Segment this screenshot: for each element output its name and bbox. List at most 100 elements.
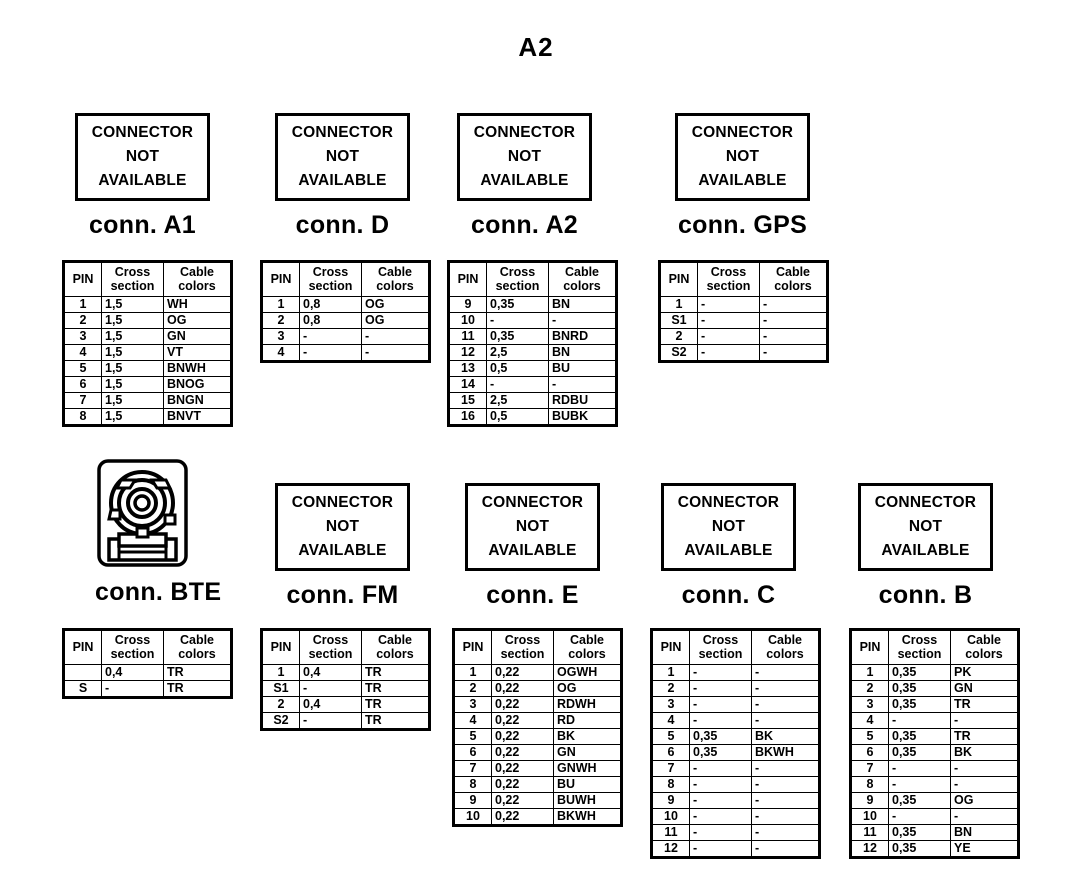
connector-label-gps: conn. GPS: [677, 211, 808, 239]
header-cable-colors-line1: Cable: [179, 633, 215, 648]
cell-cross-section: -: [299, 680, 362, 697]
not-available-line: CONNECTOR: [677, 493, 780, 511]
cell-pin: S2: [659, 344, 698, 362]
pin-table-row: 3--: [651, 696, 820, 713]
not-available-line: CONNECTOR: [291, 493, 394, 511]
cell-pin: 8: [63, 408, 102, 426]
cell-cable-color: -: [751, 792, 820, 809]
page-title: A2: [518, 32, 554, 62]
cell-cross-section: -: [101, 680, 164, 698]
cell-cross-section: 0,5: [486, 360, 549, 377]
header-cable-colors-line2: colors: [774, 278, 812, 293]
cell-cable-color: -: [751, 664, 820, 681]
cell-cable-color: BUBK: [548, 408, 617, 426]
cell-pin: 10: [651, 808, 690, 825]
cell-cable-color: RD: [553, 712, 622, 729]
cell-cross-section: -: [697, 296, 760, 313]
cell-pin: 11: [850, 824, 889, 841]
pin-table-row: 1--: [651, 664, 820, 681]
not-available-line: AVAILABLE: [480, 172, 569, 189]
not-available-line: AVAILABLE: [98, 172, 187, 189]
cell-pin: 9: [453, 792, 492, 809]
header-cross-section-line1: Cross: [504, 633, 541, 648]
header-cable-colors-line1: Cable: [569, 633, 605, 648]
cell-cross-section: -: [689, 680, 752, 697]
cell-cable-color: OG: [950, 792, 1019, 809]
not-available-line: NOT: [125, 147, 160, 165]
cell-cable-color: -: [751, 680, 820, 697]
cell-pin: 8: [453, 776, 492, 793]
cell-cross-section: 0,35: [888, 744, 951, 761]
not-available-line: AVAILABLE: [684, 542, 773, 559]
header-cross-section-line2: section: [698, 646, 743, 661]
cell-pin: 3: [850, 696, 889, 713]
cell-cross-section: -: [888, 776, 951, 793]
header-cross-section-line2: section: [706, 278, 751, 293]
header-cross-section-line1: Cross: [499, 265, 536, 280]
not-available-line: CONNECTOR: [91, 123, 194, 141]
cell-cable-color: -: [950, 712, 1019, 729]
cell-pin: S: [63, 680, 102, 698]
cell-cross-section: -: [689, 696, 752, 713]
not-available-line: NOT: [325, 517, 360, 535]
cell-pin: 4: [453, 712, 492, 729]
cell-cross-section: -: [697, 344, 760, 362]
cell-pin: 2: [850, 680, 889, 697]
cell-cable-color: OG: [361, 312, 430, 329]
cell-pin: 12: [651, 840, 690, 858]
header-cross-section-line2: section: [495, 278, 540, 293]
cell-cable-color: -: [759, 344, 828, 362]
header-cross-section-line2: section: [110, 646, 155, 661]
cell-cross-section: -: [689, 664, 752, 681]
cell-cross-section: 1,5: [101, 312, 164, 329]
cell-pin: 2: [659, 328, 698, 345]
cell-pin: 3: [261, 328, 300, 345]
pin-table-row: 7--: [850, 760, 1019, 777]
cell-cross-section: 0,35: [888, 824, 951, 841]
cell-cable-color: BNOG: [163, 376, 232, 393]
cell-cross-section: 0,35: [888, 696, 951, 713]
header-cross-section-line2: section: [110, 278, 155, 293]
cell-cross-section: 0,35: [888, 792, 951, 809]
cell-cable-color: -: [361, 328, 430, 345]
header-cross-section-line1: Cross: [114, 633, 151, 648]
cell-cross-section: 1,5: [101, 344, 164, 361]
cell-cross-section: 0,35: [689, 744, 752, 761]
cell-cable-color: BNGN: [163, 392, 232, 409]
connector-label-e: conn. E: [486, 581, 579, 609]
cell-cable-color: TR: [950, 728, 1019, 745]
not-available-line: CONNECTOR: [481, 493, 584, 511]
cell-cross-section: -: [689, 792, 752, 809]
header-cable-colors-line2: colors: [178, 278, 216, 293]
cell-cross-section: 1,5: [101, 328, 164, 345]
